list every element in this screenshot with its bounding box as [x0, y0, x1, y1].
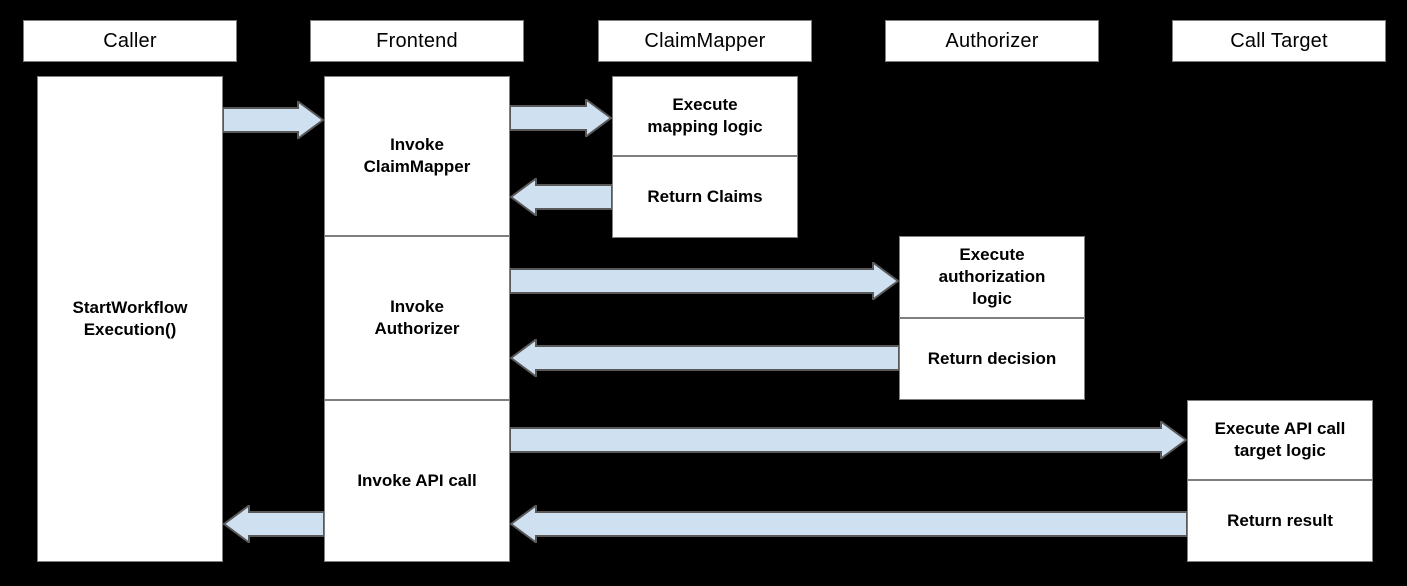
activation-frontend-invoke-api-call: Invoke API call	[324, 400, 510, 562]
activation-authorizer-execute-authorization: Execute authorization logic	[899, 236, 1085, 318]
message-arrow-authorizer-to-frontend	[510, 339, 899, 377]
activation-authorizer-return-decision: Return decision	[899, 318, 1085, 400]
activation-calltarget-execute-api: Execute API call target logic	[1187, 400, 1373, 480]
activation-label: Execute mapping logic	[647, 94, 763, 136]
message-arrow-frontend-to-calltarget	[510, 421, 1187, 459]
message-arrow-calltarget-to-frontend	[510, 505, 1187, 543]
activation-label: StartWorkflow Execution()	[72, 297, 188, 339]
activation-label: Return result	[1227, 510, 1333, 530]
lane-header-calltarget: Call Target	[1172, 20, 1386, 62]
message-arrow-frontend-to-authorizer	[510, 262, 899, 300]
activation-caller-start: StartWorkflow Execution()	[37, 76, 223, 562]
activation-label: Execute authorization logic	[938, 244, 1046, 309]
message-arrow-caller-to-frontend	[223, 101, 324, 139]
lane-header-authorizer: Authorizer	[885, 20, 1099, 62]
activation-claimmapper-return-claims: Return Claims	[612, 156, 798, 238]
activation-label: Invoke API call	[357, 470, 477, 490]
lane-header-caller: Caller	[23, 20, 237, 62]
message-arrow-frontend-to-caller	[223, 505, 324, 543]
activation-label: Execute API call target logic	[1214, 418, 1346, 460]
activation-calltarget-return-result: Return result	[1187, 480, 1373, 562]
activation-claimmapper-execute-mapping: Execute mapping logic	[612, 76, 798, 156]
message-arrow-frontend-to-claimmapper	[510, 99, 612, 137]
lane-header-claimmapper: ClaimMapper	[598, 20, 812, 62]
message-arrow-claimmapper-to-frontend	[510, 178, 612, 216]
activation-frontend-invoke-claimmapper: Invoke ClaimMapper	[324, 76, 510, 236]
activation-frontend-invoke-authorizer: Invoke Authorizer	[324, 236, 510, 400]
activation-label: Return decision	[927, 348, 1057, 368]
activation-label: Invoke ClaimMapper	[363, 134, 471, 176]
lane-header-frontend: Frontend	[310, 20, 524, 62]
activation-label: Return Claims	[647, 186, 763, 206]
activation-label: Invoke Authorizer	[374, 296, 460, 338]
